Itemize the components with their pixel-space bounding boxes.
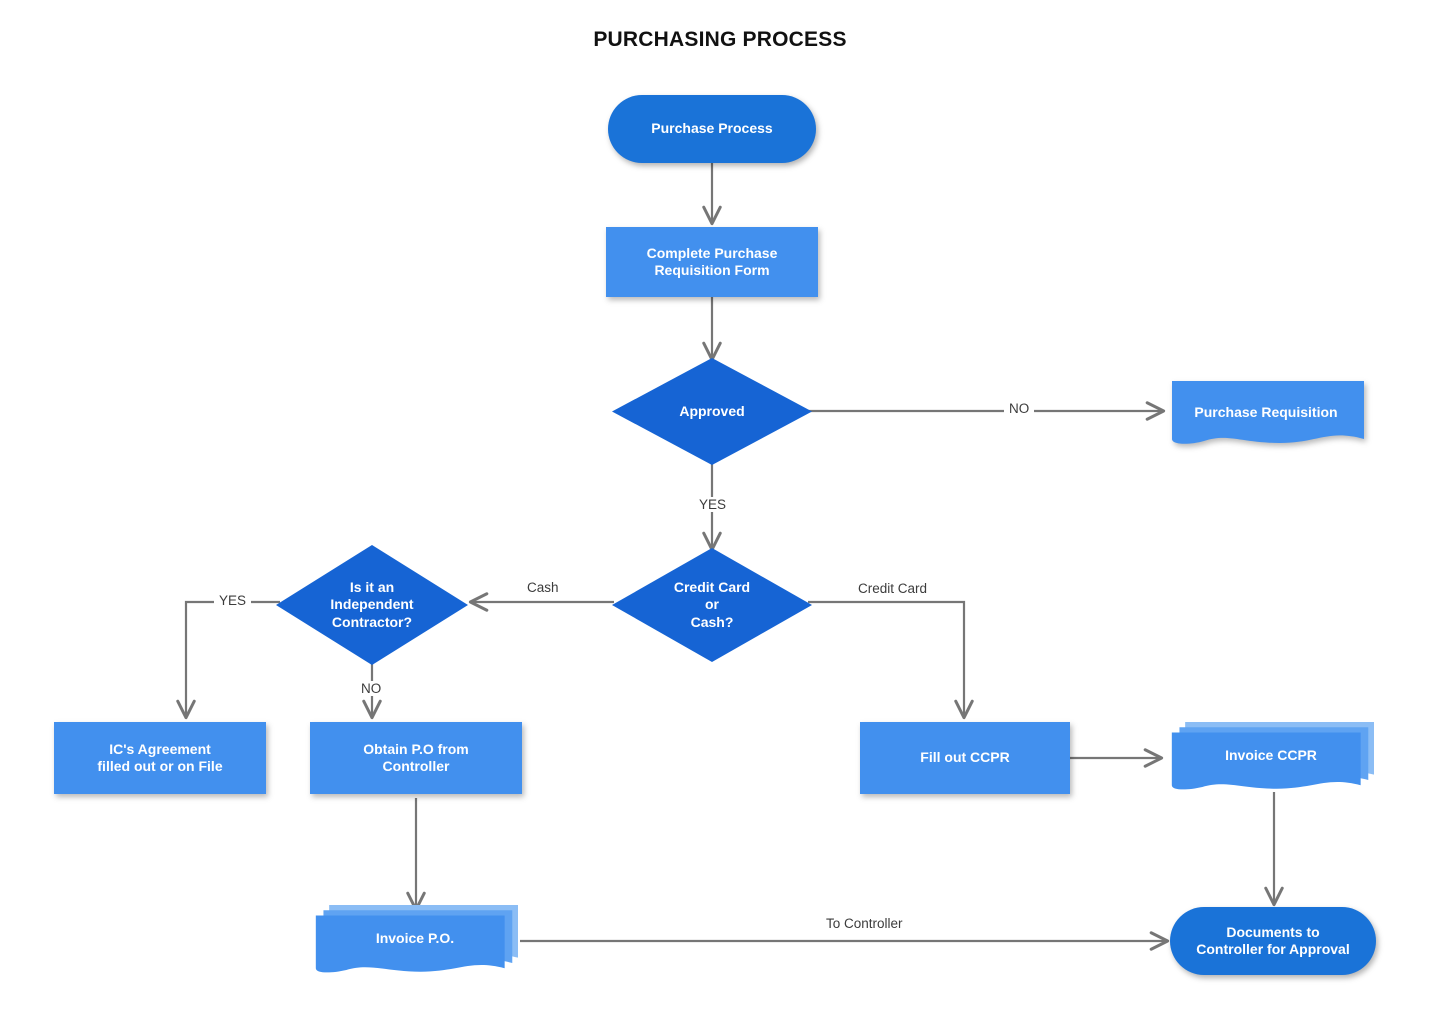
edge-credit-card	[808, 600, 974, 720]
node-invoice-ccpr[interactable]: Invoice CCPR	[1168, 722, 1374, 794]
node-label: Invoice CCPR	[1225, 747, 1317, 764]
node-label: Purchase Process	[651, 120, 773, 137]
node-label: Approved	[679, 402, 745, 419]
edge-label-credit-card: Credit Card	[853, 581, 933, 596]
edge-label-ic-yes: YES	[214, 593, 252, 608]
edge-ic-yes	[176, 600, 280, 720]
node-purchase-requisition[interactable]: Purchase Requisition	[1168, 381, 1364, 451]
multi-document-shape	[315, 905, 518, 973]
edge-label-ic-no: NO	[356, 681, 387, 696]
edge-label-cash: Cash	[522, 580, 564, 595]
node-invoice-po[interactable]: Invoice P.O.	[312, 905, 518, 977]
node-fill-out-ccpr[interactable]: Fill out CCPR	[860, 722, 1070, 794]
node-purchase-process[interactable]: Purchase Process	[608, 95, 816, 163]
node-label: Purchase Requisition	[1194, 404, 1338, 421]
multi-document-shape	[1171, 722, 1374, 790]
edge-label-approved-no: NO	[1004, 401, 1035, 416]
edge-label-to-controller: To Controller	[821, 916, 908, 931]
edge-label-approved-yes: YES	[694, 497, 732, 512]
document-shape	[1172, 381, 1364, 444]
node-label: Fill out CCPR	[920, 749, 1010, 766]
node-label: Invoice P.O.	[375, 930, 455, 947]
page-title: PURCHASING PROCESS	[593, 28, 847, 51]
node-approved[interactable]: Approved	[612, 358, 812, 465]
